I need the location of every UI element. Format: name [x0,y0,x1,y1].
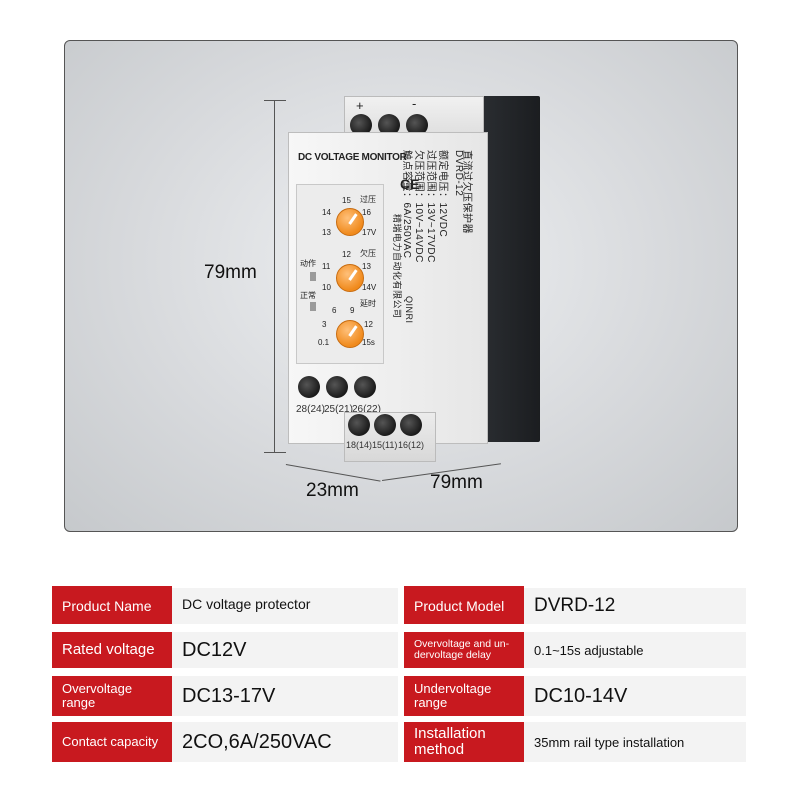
led-normal-label: 正常 [300,291,316,300]
knob2-tick: 14V [362,283,377,292]
terminal-screw [400,414,422,436]
dimension-cap-bottom [264,452,286,453]
terminal-screw [374,414,396,436]
depth-dimension-label: 79mm [430,472,483,493]
knob3-tick: 0.1 [318,338,330,347]
ce-mark: CE [400,176,420,192]
terminal-label: 18(14) [346,440,373,450]
led-action-indicator [310,272,316,281]
terminal-screw [350,114,372,136]
row-divider [404,586,524,588]
knob2-tick: 10 [322,283,331,292]
undervoltage-knob-label: 欠压 [360,249,376,258]
spec-value: 2CO,6A/250VAC [172,722,398,762]
device-side-housing [482,96,540,442]
row-divider [52,586,172,588]
terminal-screw [298,376,320,398]
knob3-tick: 3 [322,320,327,329]
overvoltage-knob-label: 过压 [360,195,376,204]
terminal-label: 28(24) [296,404,325,415]
delay-knob[interactable] [336,320,364,348]
spec-label: Product Name [52,588,172,624]
terminal-label: 25(21) [324,404,353,415]
terminal-label: 16(12) [398,440,425,450]
width-dimension-label: 23mm [306,480,359,501]
spec-value: 0.1~15s adjustable [524,632,746,668]
knob1-tick: 17V [362,228,377,237]
knob2-tick: 12 [342,250,351,259]
knob3-tick: 9 [350,306,355,315]
minus-mark: - [412,96,417,111]
brand-logo: QINRI [404,296,414,324]
knob3-tick: 15s [362,338,375,347]
side-label-line: 精瑞电力自动化有限公司 [392,214,402,319]
undervoltage-knob[interactable] [336,264,364,292]
device-title: DC VOLTAGE MONITOR [298,152,407,163]
knob3-tick: 6 [332,306,337,315]
led-normal-indicator [310,302,316,311]
delay-knob-label: 延时 [360,299,376,308]
terminal-screw [378,114,400,136]
height-dimension-label: 79mm [204,262,257,283]
terminal-screw [406,114,428,136]
side-label-line: DVRD-12 [453,150,464,197]
knob1-tick: 14 [322,208,331,217]
spec-value: DC12V [172,632,398,668]
knob3-tick: 12 [364,320,373,329]
spec-value: DC13-17V [172,676,398,716]
knob1-tick: 15 [342,196,351,205]
knob1-tick: 13 [322,228,331,237]
spec-value: DVRD-12 [524,588,746,624]
terminal-screw [326,376,348,398]
led-action-label: 动作 [300,259,316,268]
spec-label: Rated voltage [52,632,172,668]
terminal-label: 15(11) [372,440,398,450]
height-dimension-line [274,100,275,452]
knob2-tick: 11 [322,262,331,271]
spec-label: Undervoltage range [404,676,524,716]
terminal-label: 26(22) [352,404,381,415]
plus-mark: + [356,98,364,113]
spec-label: Installation method [404,722,524,762]
spec-label: Overvoltage and un-dervoltage delay [404,632,524,668]
spec-label: Product Model [404,588,524,624]
knob2-tick: 13 [362,262,371,271]
terminal-screw [354,376,376,398]
spec-value: DC voltage protector [172,588,398,624]
spec-value: 35mm rail type installation [524,722,746,762]
spec-label: Contact capacity [52,722,172,762]
knob1-tick: 16 [362,208,371,217]
terminal-screw [348,414,370,436]
spec-value: DC10-14V [524,676,746,716]
dimension-cap-top [264,100,286,101]
overvoltage-knob[interactable] [336,208,364,236]
spec-label: Overvoltage range [52,676,172,716]
